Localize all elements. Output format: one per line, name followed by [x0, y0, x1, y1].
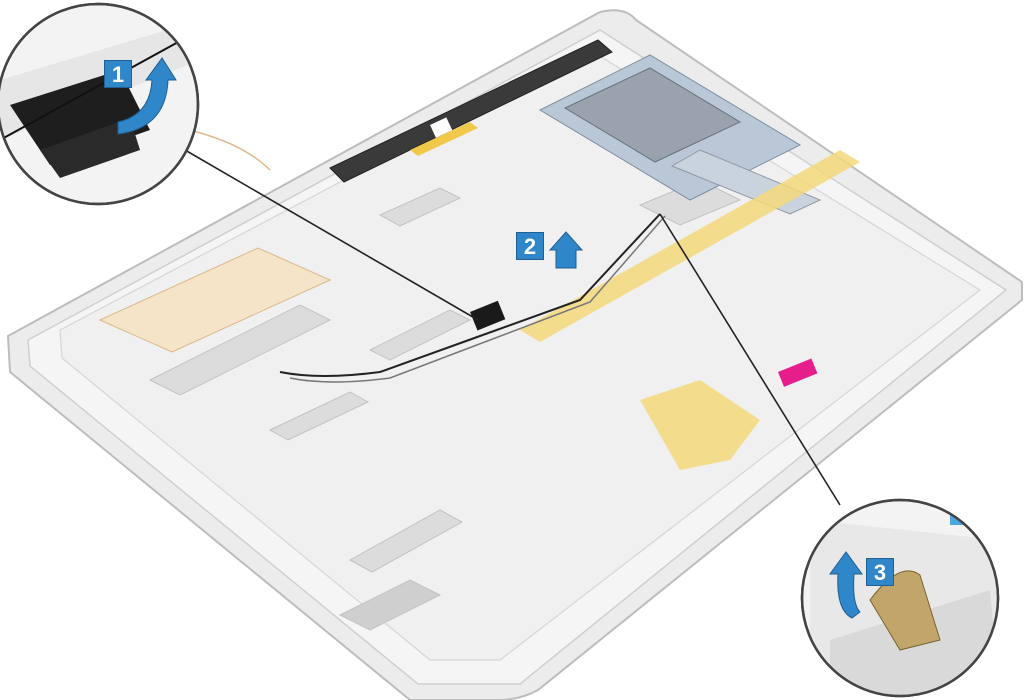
step-badge-1: 1 [104, 60, 132, 88]
connector-label [778, 358, 818, 387]
antenna-cable [289, 215, 666, 383]
lift-arrow-icon [117, 57, 177, 135]
detail-callout-grounding-clip [800, 498, 1000, 698]
foam-pads [148, 179, 742, 631]
lift-arrow-icon [829, 551, 863, 619]
speaker-module [329, 39, 613, 183]
flex-cable-tape [520, 150, 860, 470]
lift-arrow-icon [548, 231, 584, 269]
antenna-cable [279, 213, 661, 377]
cable-clip [469, 300, 506, 331]
step-badge-2: 2 [516, 232, 544, 260]
detail-callout-cable-clip [0, 2, 200, 206]
callout-lines [184, 149, 841, 506]
step-badge-3: 3 [866, 558, 894, 586]
